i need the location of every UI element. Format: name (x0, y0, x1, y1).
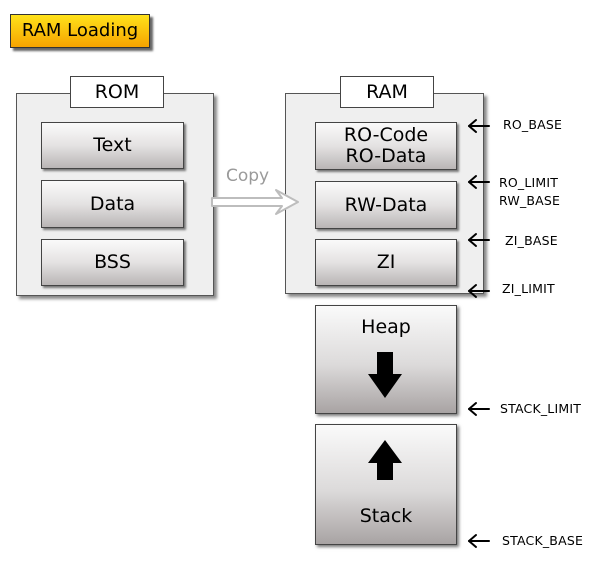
stack-base-pointer-icon (468, 534, 490, 548)
zi-base-pointer-icon (468, 233, 490, 247)
ram-zi-section: ZI (315, 239, 457, 286)
zi-base-label: ZI_BASE (505, 233, 558, 248)
ro-limit-pointer-icon (468, 175, 490, 189)
rom-bss-section: BSS (41, 239, 184, 286)
ro-code-label: RO-Code (343, 124, 429, 146)
rw-base-label: RW_BASE (499, 193, 561, 208)
rom-data-label: Data (89, 192, 136, 215)
rom-bss-label: BSS (94, 251, 131, 273)
heap-label: Heap (361, 316, 411, 338)
rw-data-label: RW-Data (344, 193, 428, 216)
rom-data-section: Data (41, 180, 184, 228)
stack-up-arrow-icon (368, 440, 402, 480)
rom-text-label: Text (93, 134, 132, 156)
ro-base-pointer-icon (468, 119, 490, 133)
ram-rw-section: RW-Data (315, 181, 457, 229)
copy-arrow-icon (211, 189, 299, 215)
rom-text-section: Text (41, 122, 184, 169)
ram-ro-section: RO-Code RO-Data (315, 122, 457, 170)
ro-limit-label: RO_LIMIT (499, 175, 559, 190)
zi-limit-pointer-icon (468, 284, 490, 298)
stack-base-label: STACK_BASE (502, 533, 584, 548)
rom-label: ROM (70, 76, 164, 108)
ro-data-label: RO-Data (345, 145, 427, 167)
ro-base-label: RO_BASE (503, 117, 563, 132)
stack-limit-pointer-icon (468, 402, 490, 416)
zi-label: ZI (376, 251, 396, 273)
stack-limit-label: STACK_LIMIT (500, 401, 582, 416)
ram-label: RAM (340, 76, 434, 108)
diagram-title: RAM Loading (10, 14, 150, 48)
stack-label: Stack (359, 505, 413, 527)
zi-limit-label: ZI_LIMIT (502, 281, 555, 296)
heap-down-arrow-icon (368, 352, 402, 398)
copy-label: Copy (226, 166, 270, 186)
